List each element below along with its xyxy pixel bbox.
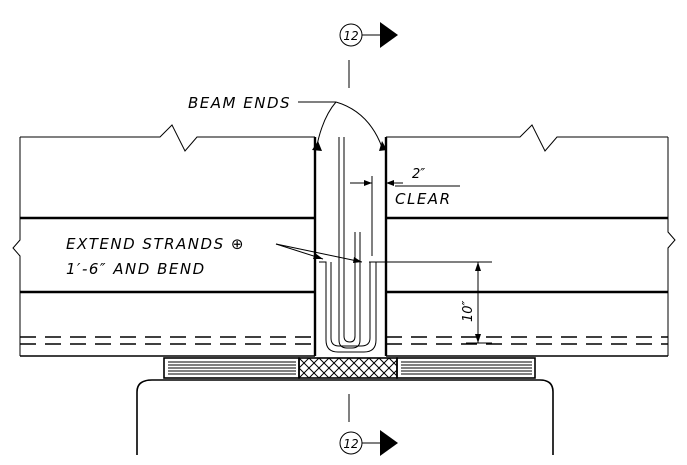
beam-ends-callout: BEAM ENDS	[188, 94, 387, 151]
extended-strands	[319, 137, 377, 353]
section-arrow-bottom	[380, 430, 398, 456]
joint-filler-crosshatch	[298, 357, 398, 379]
bearing-pad-right	[396, 357, 536, 379]
left-break-line	[12, 137, 21, 356]
beam-end-faces	[313, 137, 388, 356]
section-mark-top: 12	[339, 22, 398, 88]
bearing-pad-left	[163, 357, 300, 379]
section-number-bottom: 12	[343, 437, 358, 451]
clear-value-label: 2″	[412, 167, 425, 182]
section-mark-bottom: 12	[339, 394, 398, 456]
clear-dimension: 2″ CLEAR	[350, 167, 460, 256]
beam-ends-label: BEAM ENDS	[188, 94, 291, 112]
extend-strands-line1: EXTEND STRANDS ⊕	[66, 235, 245, 253]
section-arrow-top	[380, 22, 398, 48]
right-break-line	[667, 137, 676, 356]
clear-word-label: CLEAR	[395, 190, 452, 208]
extend-strands-callout: EXTEND STRANDS ⊕ 1′-6″ AND BEND	[66, 235, 363, 278]
ten-inch-label: 10″	[461, 300, 476, 322]
section-number-top: 12	[343, 29, 358, 43]
ten-inch-dimension: 10″	[372, 261, 492, 344]
pier-cap	[136, 379, 554, 455]
extend-strands-line2: 1′-6″ AND BEND	[66, 260, 206, 278]
left-beam	[12, 124, 315, 357]
right-beam	[386, 124, 676, 357]
